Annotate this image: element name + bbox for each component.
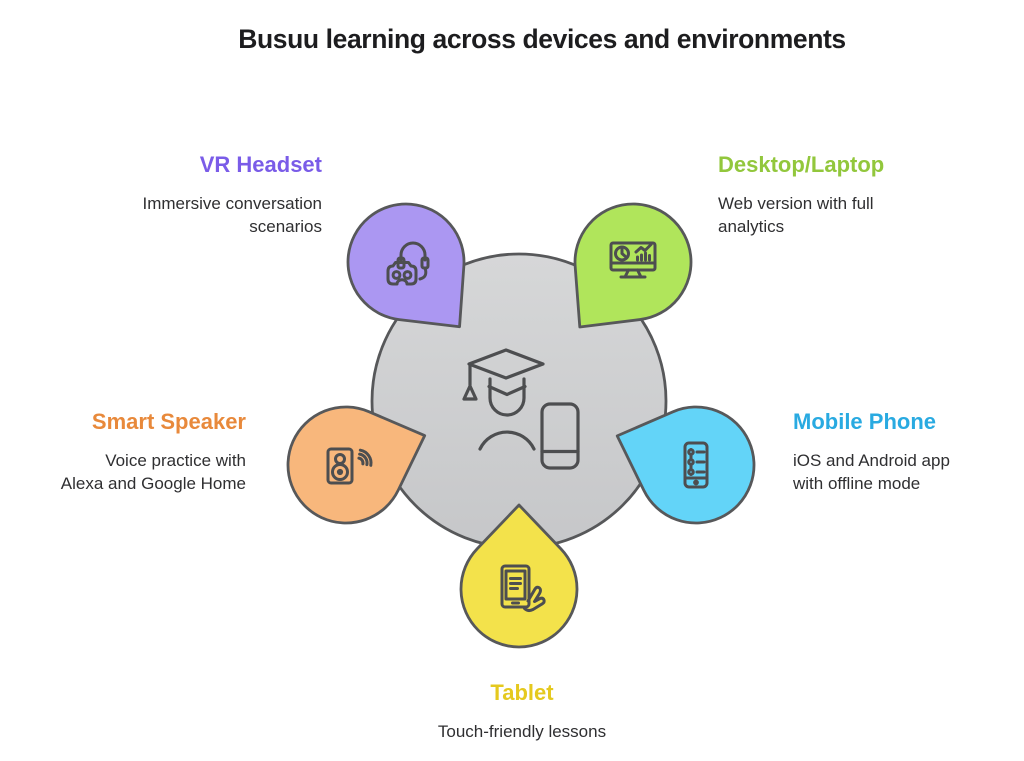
node-description-vr-headset: Immersive conversation scenarios	[142, 194, 322, 237]
node-label-tablet: Tablet	[490, 680, 554, 705]
mobile-app-icon	[683, 441, 709, 489]
node-label-mobile-phone: Mobile Phone	[793, 409, 936, 434]
tablet-touch-icon	[500, 564, 546, 613]
node-vr-headset: VR Headset Immersive conversation scenar…	[32, 152, 322, 238]
node-description-smart-speaker: Voice practice with Alexa and Google Hom…	[60, 451, 246, 494]
desktop-analytics-icon	[609, 241, 657, 279]
student-graduate-with-phone-icon	[462, 348, 580, 470]
petal-smart-speaker	[286, 405, 427, 525]
node-smart-speaker: Smart Speaker Voice practice with Alexa …	[0, 409, 246, 495]
node-label-smart-speaker: Smart Speaker	[91, 409, 246, 434]
node-tablet: Tablet Touch-friendly lessons	[372, 680, 672, 743]
petal-vr-headset	[346, 202, 466, 329]
page-title: Busuu learning across devices and enviro…	[238, 24, 846, 54]
vr-headset-icon	[386, 241, 430, 286]
node-description-tablet: Touch-friendly lessons	[437, 722, 607, 742]
smart-speaker-icon	[326, 447, 373, 485]
node-label-vr-headset: VR Headset	[199, 152, 322, 177]
petal-desktop-laptop	[573, 202, 693, 329]
node-label-desktop-laptop: Desktop/Laptop	[718, 152, 885, 177]
node-description-desktop-laptop: Web version with full analytics	[718, 194, 874, 237]
node-description-mobile-phone: iOS and Android app with offline mode	[793, 451, 950, 494]
node-desktop-laptop: Desktop/Laptop Web version with full ana…	[718, 152, 1008, 238]
petal-group	[286, 202, 756, 649]
node-mobile-phone: Mobile Phone iOS and Android app with of…	[793, 409, 1024, 495]
petal-tablet	[459, 503, 579, 649]
